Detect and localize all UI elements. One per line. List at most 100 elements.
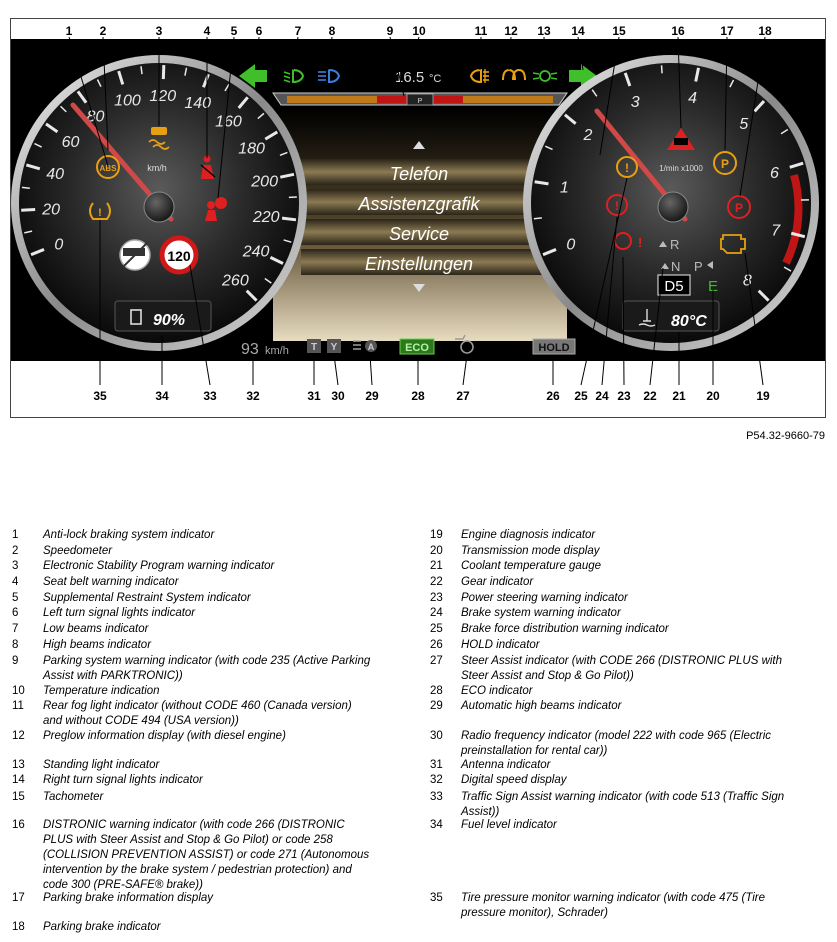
legend-text: Brake system warning indicator bbox=[461, 607, 621, 619]
speedometer-tick bbox=[21, 186, 30, 190]
speedometer-tick-label: 220 bbox=[252, 209, 280, 226]
menu-item-service[interactable]: Service bbox=[389, 224, 449, 244]
tachometer-tick bbox=[660, 65, 663, 74]
legend-text: Antenna indicator bbox=[461, 759, 551, 771]
parking-brake-info-icon: P bbox=[713, 151, 737, 175]
svg-text:Y: Y bbox=[331, 342, 338, 353]
speedometer-tick bbox=[25, 163, 41, 171]
tachometer-tick bbox=[790, 231, 806, 239]
gear-up-arrow-icon bbox=[659, 241, 667, 247]
gear-left-arrow-icon bbox=[707, 261, 713, 269]
callout-number: 26 bbox=[546, 389, 560, 403]
gear-r: R bbox=[670, 237, 679, 252]
gear-up-arrow-icon bbox=[661, 263, 669, 269]
scroll-up-arrow-icon[interactable] bbox=[413, 141, 425, 149]
legend-number: 22 bbox=[430, 576, 443, 588]
speedometer-tick-label: 100 bbox=[114, 93, 141, 110]
tachometer-tick bbox=[534, 180, 549, 186]
distronic-warning-icon bbox=[667, 128, 695, 150]
callout-number: 12 bbox=[504, 24, 518, 38]
legend-number: 15 bbox=[12, 791, 25, 803]
menu-bar bbox=[301, 219, 546, 245]
tachometer-tick bbox=[783, 266, 792, 272]
legend-text: Power steering warning indicator bbox=[461, 592, 628, 604]
legend-text: DISTRONIC warning indicator (with code 2… bbox=[43, 819, 370, 891]
legend-number: 17 bbox=[12, 892, 25, 904]
speedometer-tick bbox=[245, 289, 258, 302]
legend-number: 23 bbox=[430, 592, 443, 604]
figure-reference: P54.32-9660-79 bbox=[746, 430, 825, 442]
hold-indicator bbox=[532, 338, 576, 355]
legend-number: 3 bbox=[12, 560, 19, 572]
legend-number: 13 bbox=[12, 759, 25, 771]
engine-diagnosis-icon bbox=[720, 234, 746, 254]
menu-item-assistenzgrafik[interactable]: Assistenzgrafik bbox=[357, 194, 480, 214]
menu-item-telefon[interactable]: Telefon bbox=[390, 164, 448, 184]
esp-warning-icon bbox=[148, 127, 170, 150]
callout-number: 2 bbox=[99, 24, 107, 38]
low-beam-icon bbox=[283, 68, 305, 84]
speedometer-tick bbox=[117, 70, 125, 85]
callout-number: 4 bbox=[203, 24, 211, 38]
legend-text: Tachometer bbox=[43, 791, 104, 803]
tire-pressure-icon: ! bbox=[89, 202, 111, 220]
menu-list: Telefon Assistenzgrafik Service Einstell… bbox=[301, 141, 546, 292]
svg-text:!: ! bbox=[625, 161, 629, 175]
tachometer-tick bbox=[544, 145, 553, 151]
parking-brake-icon: P bbox=[727, 195, 751, 219]
legend-number: 30 bbox=[430, 730, 443, 742]
callout-number: 29 bbox=[365, 389, 379, 403]
left-turn-arrow-icon bbox=[239, 64, 267, 88]
tachometer-tick bbox=[623, 72, 632, 87]
svg-text:T: T bbox=[311, 342, 317, 353]
legend-text: Tire pressure monitor warning indicator … bbox=[461, 892, 766, 919]
legend-text: Electronic Stability Program warning ind… bbox=[43, 560, 275, 572]
speed-limit-sign: 120 bbox=[159, 235, 199, 275]
callout-number: 21 bbox=[672, 389, 686, 403]
speedometer-tick-label: 160 bbox=[215, 113, 242, 130]
callout-number: 11 bbox=[474, 24, 488, 38]
auto-high-beam-icon: A bbox=[353, 340, 377, 352]
speedometer-tick bbox=[30, 248, 45, 257]
legend-text: Temperature indication bbox=[43, 685, 160, 697]
callout-number: 1 bbox=[65, 24, 73, 38]
speedometer-tick bbox=[140, 66, 143, 75]
speedometer-tick-label: 60 bbox=[62, 134, 80, 151]
legend-number: 26 bbox=[430, 639, 443, 651]
gear-p: P bbox=[694, 259, 703, 274]
callout-number: 8 bbox=[328, 24, 336, 38]
right-turn-arrow-icon bbox=[569, 64, 597, 88]
tachometer-tick-label: 6 bbox=[770, 165, 779, 182]
tachometer-tick bbox=[591, 89, 598, 97]
speedometer-tick-label: 180 bbox=[238, 140, 265, 157]
legend-text: Standing light indicator bbox=[43, 759, 160, 771]
menu-bar bbox=[301, 159, 546, 185]
callout-number: 34 bbox=[155, 389, 169, 403]
legend-number: 6 bbox=[12, 607, 19, 619]
callout-number: 33 bbox=[203, 389, 217, 403]
legend-text: Speedometer bbox=[43, 545, 113, 557]
legend-number: 31 bbox=[430, 759, 443, 771]
fuel-gauge: 90% bbox=[114, 300, 212, 332]
tachometer-tick-label: 3 bbox=[631, 94, 640, 111]
legend-text: Brake force distribution warning indicat… bbox=[461, 623, 669, 635]
legend-text: Seat belt warning indicator bbox=[43, 576, 179, 588]
speedometer-tick-label: 260 bbox=[221, 272, 249, 289]
menu-item-einstellungen[interactable]: Einstellungen bbox=[365, 254, 473, 274]
tachometer-tick-label: 0 bbox=[566, 236, 575, 253]
eco-indicator bbox=[399, 338, 435, 355]
speedometer-tick bbox=[257, 112, 265, 120]
legend-number: 25 bbox=[430, 623, 443, 635]
scroll-down-arrow-icon[interactable] bbox=[413, 284, 425, 292]
legend-text: Coolant temperature gauge bbox=[461, 560, 602, 572]
tachometer-tick bbox=[542, 248, 557, 257]
legend-number: 11 bbox=[12, 700, 24, 712]
speedometer-tick-label: 120 bbox=[149, 88, 176, 105]
legend-text: Fuel level indicator bbox=[461, 819, 557, 831]
brake-force-distribution-icon: ! bbox=[616, 156, 638, 178]
tachometer-tick bbox=[533, 217, 542, 220]
callout-number: 5 bbox=[230, 24, 238, 38]
legend-number: 20 bbox=[430, 545, 443, 557]
legend-number: 28 bbox=[430, 685, 443, 697]
